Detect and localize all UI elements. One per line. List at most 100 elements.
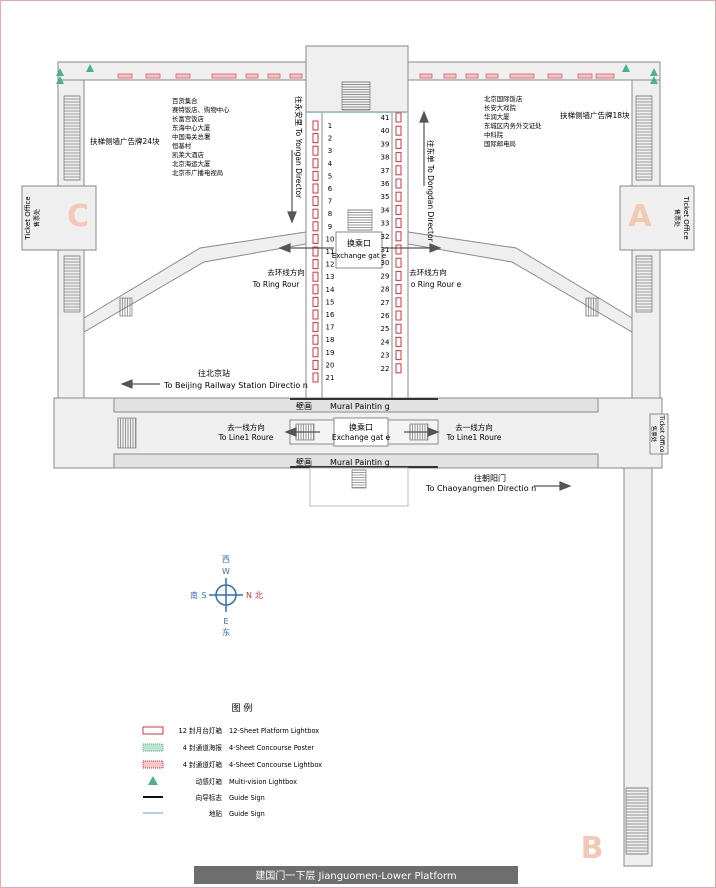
- south-passage: [309, 467, 409, 507]
- platform-lightbox: [395, 218, 402, 229]
- legend-item-en: 12-Sheet Platform Lightbox: [229, 727, 319, 735]
- ticket-office-west-cn: 售票处: [33, 209, 41, 227]
- platform-lightbox: [312, 271, 319, 282]
- platform-number-left: 11: [326, 248, 335, 256]
- arrow-ring-right-head: [429, 243, 442, 253]
- platform-number-left: 16: [326, 311, 335, 319]
- line1-west-cn: 去一线方向: [227, 422, 265, 432]
- platform-lightbox: [312, 284, 319, 295]
- platform-lightbox: [312, 372, 319, 383]
- multivision-icon: [56, 68, 64, 76]
- platform-number-right: 40: [381, 127, 390, 135]
- compass-north-cn: 北: [255, 591, 263, 600]
- platform-lightbox: [312, 221, 319, 232]
- platform-number-left: 10: [326, 235, 335, 243]
- legend-item-en: Multi-vision Lightbox: [229, 778, 297, 786]
- chaoyangmen-en: To Chaoyangmen Directio n: [425, 484, 536, 493]
- legend-item-en: 4-Sheet Concourse Lightbox: [229, 761, 322, 769]
- concourse-lightbox: [267, 73, 281, 79]
- platform-lightbox: [395, 138, 402, 149]
- platform-lightbox: [312, 233, 319, 244]
- platform-number-right: 28: [381, 286, 390, 294]
- platform-lightbox: [395, 244, 402, 255]
- exchange-gate-top-en: Exchange gat e: [332, 252, 386, 260]
- stairs: [63, 81, 653, 855]
- platform-number-left: 12: [326, 261, 335, 269]
- escalator-ad-east: 扶梯侧墙广告牌18块: [560, 110, 630, 120]
- platform-number-right: 36: [381, 180, 390, 188]
- exchange-gate-bottom-box: [333, 417, 389, 447]
- exchange-gate-top-cn: 换乘口: [347, 238, 371, 248]
- chaoyangmen-cn: 往朝阳门: [474, 473, 506, 483]
- concourse-lightbox: [443, 73, 457, 79]
- concourse-lightbox: [245, 73, 259, 79]
- platform-number-right: 38: [381, 154, 390, 162]
- legend-title: 图 例: [232, 702, 253, 714]
- line1-east-en: To Line1 Roure: [446, 433, 502, 442]
- line1-east-cn: 去一线方向: [455, 422, 493, 432]
- landmark-item: 北京海运大厦: [172, 159, 211, 168]
- platform-number-right: 33: [381, 220, 390, 228]
- floor-sticker-line: [306, 112, 408, 113]
- legend-item-cn: 向导标志: [196, 793, 223, 802]
- platform-lightbox: [395, 336, 402, 347]
- landmark-item: 赛特饭店、购物中心: [172, 105, 230, 114]
- platform-lightbox: [395, 112, 402, 123]
- arrow-dongdan-head: [419, 110, 429, 123]
- platform-lightbox: [395, 284, 402, 295]
- platform-lightbox: [312, 196, 319, 207]
- landmark-item: 国际邮电局: [484, 139, 516, 148]
- ticket-office-south: Ticket Office 售票处: [649, 413, 669, 455]
- platform-number-left: 6: [328, 185, 333, 193]
- platform-number-right: 35: [381, 193, 390, 201]
- compass-east-cn: 东: [222, 627, 230, 637]
- platform-number-right: 31: [381, 246, 390, 254]
- compass-west-cn: 西: [222, 555, 230, 564]
- platform-lightbox: [312, 347, 319, 358]
- platform-number-right: 37: [381, 167, 390, 175]
- compass-south-cn: 南: [190, 590, 198, 600]
- platform-lightbox: [312, 322, 319, 333]
- ticket-office-south-en: Ticket Office: [658, 414, 665, 452]
- platform-number-left: 19: [326, 349, 335, 357]
- platform-number-right: 32: [381, 233, 390, 241]
- entrance-b-label: B: [581, 831, 604, 866]
- platform-number-left: 13: [326, 273, 335, 281]
- platform-number-left: 9: [328, 223, 332, 231]
- entrance-a-label: A: [628, 199, 652, 234]
- legend-item-en: Guide Sign: [229, 794, 265, 802]
- exchange-gate-bottom-en: Exchange gat e: [332, 433, 391, 442]
- arrow-line1-left-head: [284, 427, 297, 437]
- platform-lightbox: [395, 165, 402, 176]
- legend-icon-multivision: [148, 776, 158, 785]
- arrow-ring-left-head: [278, 243, 291, 253]
- legend-item-cn: 12 封月台灯箱: [179, 726, 223, 735]
- platform-lightbox: [312, 208, 319, 219]
- platform-lightbox: [395, 257, 402, 268]
- legend-item-cn: 动感灯箱: [196, 777, 223, 786]
- platform-number-right: 27: [381, 299, 390, 307]
- legend-icon-concourse-lightbox: [142, 760, 164, 769]
- footer-bar: [194, 866, 518, 884]
- platform-number-left: 3: [328, 147, 332, 155]
- beijing-station-en: To Beijing Railway Station Directio n: [163, 381, 308, 390]
- platform-number-left: 8: [328, 210, 332, 218]
- platform-number-left: 18: [326, 336, 335, 344]
- concourse-lightbox: [547, 73, 563, 79]
- platform-number-right: 39: [381, 140, 390, 148]
- platform-lightbox: [312, 170, 319, 181]
- landmark-item: 东海中心大厦: [172, 123, 211, 132]
- arrow-yongan-head: [287, 211, 297, 224]
- concourse-lightbox: [289, 73, 303, 79]
- platform-number-right: 23: [381, 352, 390, 360]
- direction-yongan-label: 往永安里 To Yongan Director: [294, 96, 304, 199]
- legend-item-en: Guide Sign: [229, 810, 265, 818]
- multivision-icon: [86, 64, 94, 72]
- platform-number-right: 34: [381, 206, 390, 214]
- landmark-item: 北京市广播电视局: [172, 168, 223, 177]
- platform-number-left: 7: [328, 198, 332, 206]
- platform-number-left: 5: [328, 172, 332, 180]
